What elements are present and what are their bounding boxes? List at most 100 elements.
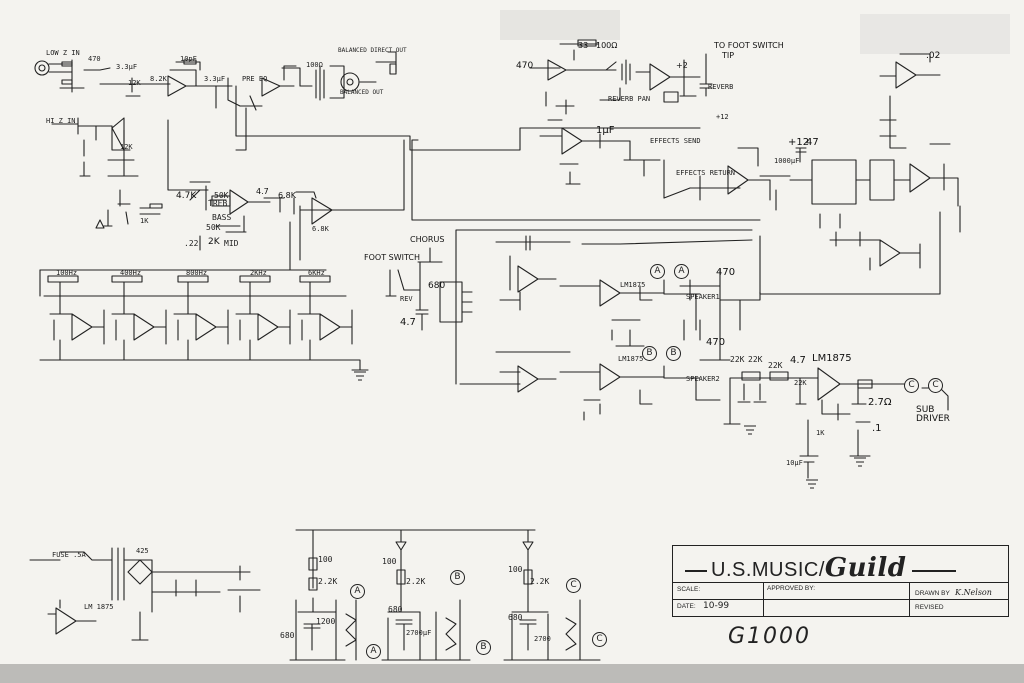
reverb-section [529,39,713,121]
power-amp-ab [495,235,753,421]
reverb-label: REVERB [708,83,734,91]
value-label: +12 [788,137,810,148]
node-a-right: A [674,264,689,279]
lm1875-top-label: LM1875 [620,281,646,289]
mid-label: MID [224,239,239,248]
speaker1-label: SPEAKER1 [686,293,720,301]
value-label: 33 [578,41,589,50]
approved-by-label: APPROVED BY: [767,585,816,592]
sub-driver-label: SUB DRIVER [916,405,950,424]
rev-label: REV [400,295,413,303]
to-foot-switch-label: TO FOOT SWITCH [714,41,784,50]
value-label: 3.3μF [204,75,226,83]
value-label: 1K [816,429,825,437]
balanced-direct-out-label: BALANCED DIRECT OUT [338,47,407,54]
value-label: 1000μF [774,157,800,165]
value-label: 22K [768,361,783,370]
foot-switch-label: FOOT SWITCH [364,253,420,262]
scale-label: SCALE: [677,586,701,593]
tone-stack [189,181,339,271]
node-a-psu: A [350,584,365,599]
value-label: 10pF [180,55,197,63]
value-label: 100Ω [596,41,618,50]
eq-band-400hz: 400Hz [120,269,142,277]
lm1875-bottom-label: LM1875 [618,355,644,363]
value-label: 2.2K [318,577,338,586]
balanced-out-label: BALANCED OUT [340,89,384,96]
value-label: 100Ω [306,61,323,69]
brand-prefix: U.S.MUSIC/ [711,559,825,581]
psu-rails [289,529,601,661]
value-label: 2.7Ω [868,397,892,408]
value-label: +2 [676,61,688,70]
node-c-right: C [928,378,943,393]
sub-driver-stage [679,269,949,479]
value-label: 100 [318,555,333,564]
speaker2-label: SPEAKER2 [686,375,720,383]
value-label: 8.2K [150,75,167,83]
graphic-eq [39,269,369,371]
node-b-psu: B [450,570,465,585]
node-c-left: C [904,378,919,393]
value-label: 2K [208,237,220,247]
bass-label: BASS [212,213,232,222]
chorus-label: CHORUS [410,235,445,244]
model-number: G1000 [728,624,812,649]
drawn-by-label: DRAWN BY [915,590,950,597]
value-label: 12K [128,79,141,87]
value-label: 680 [428,281,446,291]
value-label: 2700 [534,635,551,643]
node-b-right: B [666,346,681,361]
chorus-block [759,53,961,295]
treble-label: TREB [208,199,228,208]
ground-symbols [354,371,866,489]
value-label: 50K [214,191,229,200]
value-label: .22 [184,239,199,248]
eq-band-100hz: 100Hz [56,269,78,277]
value-label: 6.8K [312,225,329,233]
node-b-left: B [642,346,657,361]
value-label: 680 [388,605,403,614]
node-a-top: A [650,264,665,279]
value-label: 4.7 [790,355,806,366]
low-z-in-label: LOW Z IN [46,49,80,57]
value-label: 4.7 [400,317,416,328]
date-label: DATE: [677,603,696,610]
brand-logo: U.S.MUSIC/Guild [685,553,957,583]
value-label: 4.7 [256,187,269,196]
value-label: 470 [88,55,101,63]
value-label: PRE EQ [242,75,268,83]
input-stage [34,51,397,111]
value-label: 12K [120,143,133,151]
value-label: 1μF [596,125,615,136]
node-c-psu: C [566,578,581,593]
value-label: 470 [516,61,534,71]
brand-script: Guild [824,553,907,583]
eq-band-800hz: 800Hz [186,269,208,277]
value-label: 680 [508,613,523,622]
title-block: U.S.MUSIC/Guild SCALE: APPROVED BY: DRAW… [672,545,1009,617]
reverb-pan-label: REVERB PAN [608,95,651,103]
value-label: 100 [382,557,397,566]
value-label: 1K [140,217,149,225]
lm1875-main-label: LM1875 [812,353,852,364]
value-label: 6.8K [278,191,296,200]
value-label: 1200 [316,617,336,626]
node-b-psu-bottom: B [476,640,491,655]
value-label: 22K [794,379,807,387]
scan-noise [0,10,1024,683]
value-label: 2.2K [406,577,426,586]
hi-z-in-label: HI Z IN [46,117,76,125]
brand-row: U.S.MUSIC/Guild [673,546,1008,583]
value-label: 470 [716,267,736,278]
effects-return-label: EFFECTS RETURN [676,169,736,177]
revised-label: REVISED [915,604,944,611]
value-label: +12 [716,113,729,121]
value-label: 22K [730,355,745,364]
effects-loop [539,127,791,211]
lm1875-psu-label: LM 1875 [84,603,114,611]
value-label: .02 [926,51,941,61]
eq-band-2khz: 2KHz [250,269,267,277]
